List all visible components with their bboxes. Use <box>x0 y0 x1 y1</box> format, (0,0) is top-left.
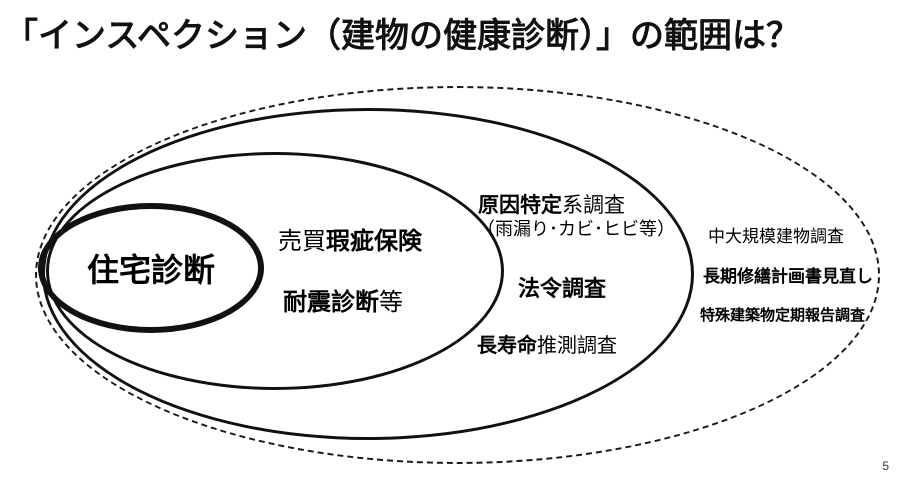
label-baibai: 売買 <box>278 228 326 255</box>
label-suisoku-chosa: 推測調査 <box>537 335 617 357</box>
label-genin-tokutei-chosa: 原因特定系調査 <box>478 189 625 219</box>
label-kashi-hoken: 瑕疵保険 <box>326 228 422 255</box>
label-kei-chosa: 系調査 <box>562 194 625 217</box>
label-tokushu-kenchikubutsu-teiki-hokoku-chosa: 特殊建築物定期報告調査 <box>700 307 866 324</box>
label-horei-chosa: 法令調査 <box>518 276 607 301</box>
label-baibai-kashi-hoken: 売買瑕疵保険 <box>278 221 422 256</box>
label-chojumyo: 長寿命 <box>477 335 537 357</box>
slide-title: 「インスペクション（建物の健康診断）」の範囲は？ <box>4 17 800 55</box>
core-thick-ellipse: 住宅診断 <box>38 203 264 333</box>
label-chudai-kibo-tatemono-chosa: 中大規模建物調査 <box>708 227 844 246</box>
label-choki-shuzen-keikakusho-minaoshi: 長期修繕計画書見直し <box>703 267 873 286</box>
page-number: 5 <box>882 459 889 473</box>
label-amamori-kabi-hibi: （雨漏り･カビ･ヒビ等） <box>477 219 675 239</box>
label-taishin-shindan: 耐震診断 <box>283 289 379 316</box>
label-taishin-shindan-to: 耐震診断等 <box>283 282 403 317</box>
outer-dashed-ellipse <box>35 86 880 464</box>
label-to: 等 <box>379 289 403 316</box>
core-label-jutaku-shindan: 住宅診断 <box>86 252 215 288</box>
label-chojumyo-suisoku-chosa: 長寿命推測調査 <box>477 329 617 358</box>
label-genin-tokutei: 原因特定 <box>478 194 562 217</box>
